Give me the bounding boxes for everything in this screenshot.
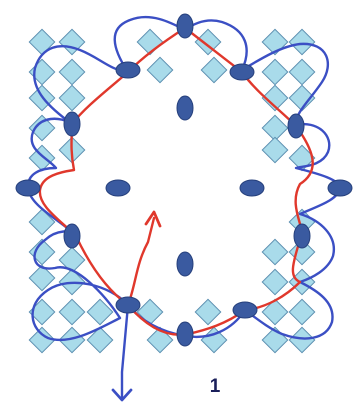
oval-bead: [240, 180, 264, 196]
oval-bead: [106, 180, 130, 196]
oval-bead: [116, 62, 140, 78]
oval-bead: [64, 112, 80, 136]
bicone-bead: [137, 29, 162, 54]
bicone-bead: [29, 59, 54, 84]
oval-bead: [177, 96, 193, 120]
oval-bead: [294, 224, 310, 248]
bicone-bead: [59, 299, 84, 324]
bicone-bead: [289, 29, 314, 54]
bicone-bead: [137, 299, 162, 324]
bicone-bead: [201, 57, 226, 82]
bicone-bead-group: [29, 29, 314, 352]
oval-bead: [230, 64, 254, 80]
bicone-bead: [262, 299, 287, 324]
bicone-bead: [195, 299, 220, 324]
oval-bead: [16, 180, 40, 196]
bicone-bead: [29, 29, 54, 54]
bicone-bead: [289, 299, 314, 324]
bicone-bead: [262, 59, 287, 84]
bicone-bead: [59, 85, 84, 110]
oval-bead: [64, 224, 80, 248]
bicone-bead: [262, 239, 287, 264]
oval-bead: [328, 180, 352, 196]
bicone-bead: [262, 137, 287, 162]
oval-bead: [177, 14, 193, 38]
bicone-bead: [147, 57, 172, 82]
bicone-bead: [262, 269, 287, 294]
oval-bead: [288, 114, 304, 138]
bicone-bead: [59, 59, 84, 84]
oval-bead: [177, 252, 193, 276]
step-number-label: 1: [200, 376, 230, 398]
bicone-bead: [289, 59, 314, 84]
bicone-bead: [29, 145, 54, 170]
oval-bead: [177, 322, 193, 346]
bicone-bead: [289, 327, 314, 352]
oval-bead: [233, 302, 257, 318]
oval-bead: [116, 297, 140, 313]
bicone-bead: [195, 29, 220, 54]
